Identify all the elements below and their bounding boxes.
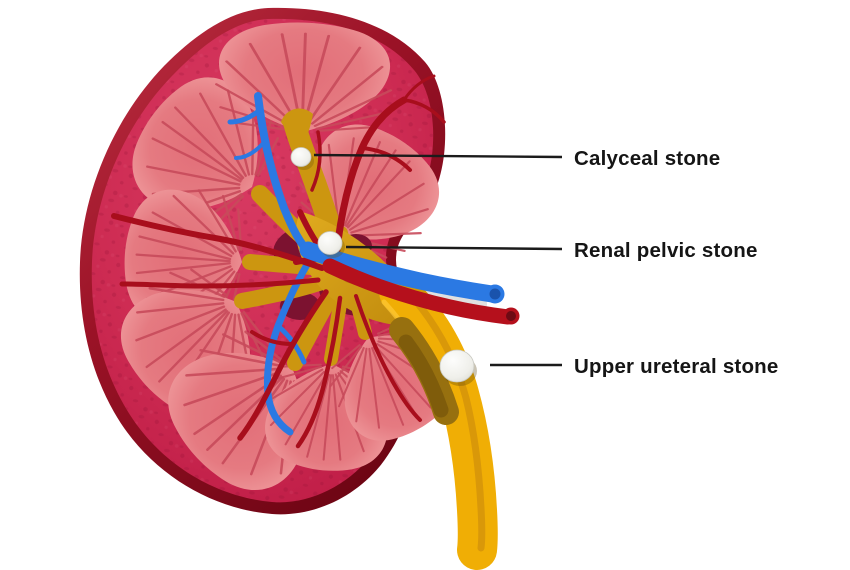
leader-calyceal	[313, 153, 563, 159]
renal-artery	[322, 258, 520, 325]
ureter-shade	[411, 296, 486, 552]
ureter	[379, 272, 498, 570]
label-upper-ureteral-stone: Upper ureteral stone	[574, 355, 779, 378]
kidney-stones	[290, 147, 477, 386]
renal-artery-lumen	[506, 311, 516, 321]
label-lines	[313, 153, 563, 367]
label-renal-pelvic-stone: Renal pelvic stone	[574, 239, 758, 262]
ureter-lumen-deep	[398, 334, 449, 418]
calyceal-stone	[290, 147, 312, 167]
ureter-tube	[379, 272, 498, 570]
renal-vein-lumen	[489, 288, 501, 300]
label-calyceal-stone: Calyceal stone	[574, 147, 720, 170]
calyx-funnel-top	[281, 108, 313, 153]
upper-ureteral-stone	[439, 349, 475, 383]
renal-artery-branches	[111, 74, 446, 449]
renal-pelvic-stone	[317, 231, 343, 255]
labels: Calyceal stone Renal pelvic stone Upper …	[574, 147, 779, 378]
renal-vein-branches	[227, 92, 316, 436]
renal-vein	[299, 241, 505, 304]
leader-renal-pelvic	[345, 245, 563, 251]
